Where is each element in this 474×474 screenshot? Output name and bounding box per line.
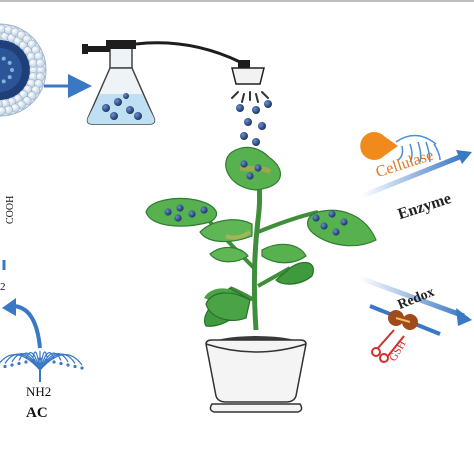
cooh-label: COOH bbox=[5, 195, 16, 224]
spray-nozzle-icon bbox=[231, 60, 265, 85]
shell-beads bbox=[0, 24, 46, 116]
nh2-label: NH2 bbox=[26, 384, 52, 399]
pacman-enzyme-icon bbox=[360, 132, 398, 160]
spray-mist bbox=[231, 91, 269, 103]
arrow-redox bbox=[359, 275, 472, 326]
plant-pot bbox=[205, 336, 307, 413]
blue-curve-arrow bbox=[2, 298, 42, 349]
scissors-icon bbox=[371, 329, 405, 363]
ac-fountain-icon bbox=[0, 350, 84, 382]
nh2-fragment-label: 2 bbox=[0, 281, 6, 293]
nanocarrier-sphere bbox=[0, 23, 47, 117]
leaf-nanoparticles bbox=[164, 160, 348, 236]
cellulose-fringe-icon bbox=[395, 134, 441, 163]
potted-plant-icon bbox=[145, 146, 377, 331]
ac-label: AC bbox=[26, 405, 48, 421]
spray-hose bbox=[135, 41, 241, 64]
spray-flask-icon bbox=[82, 40, 156, 125]
disulfide-bond-icon bbox=[369, 304, 441, 336]
arrow-enzyme bbox=[361, 150, 472, 199]
